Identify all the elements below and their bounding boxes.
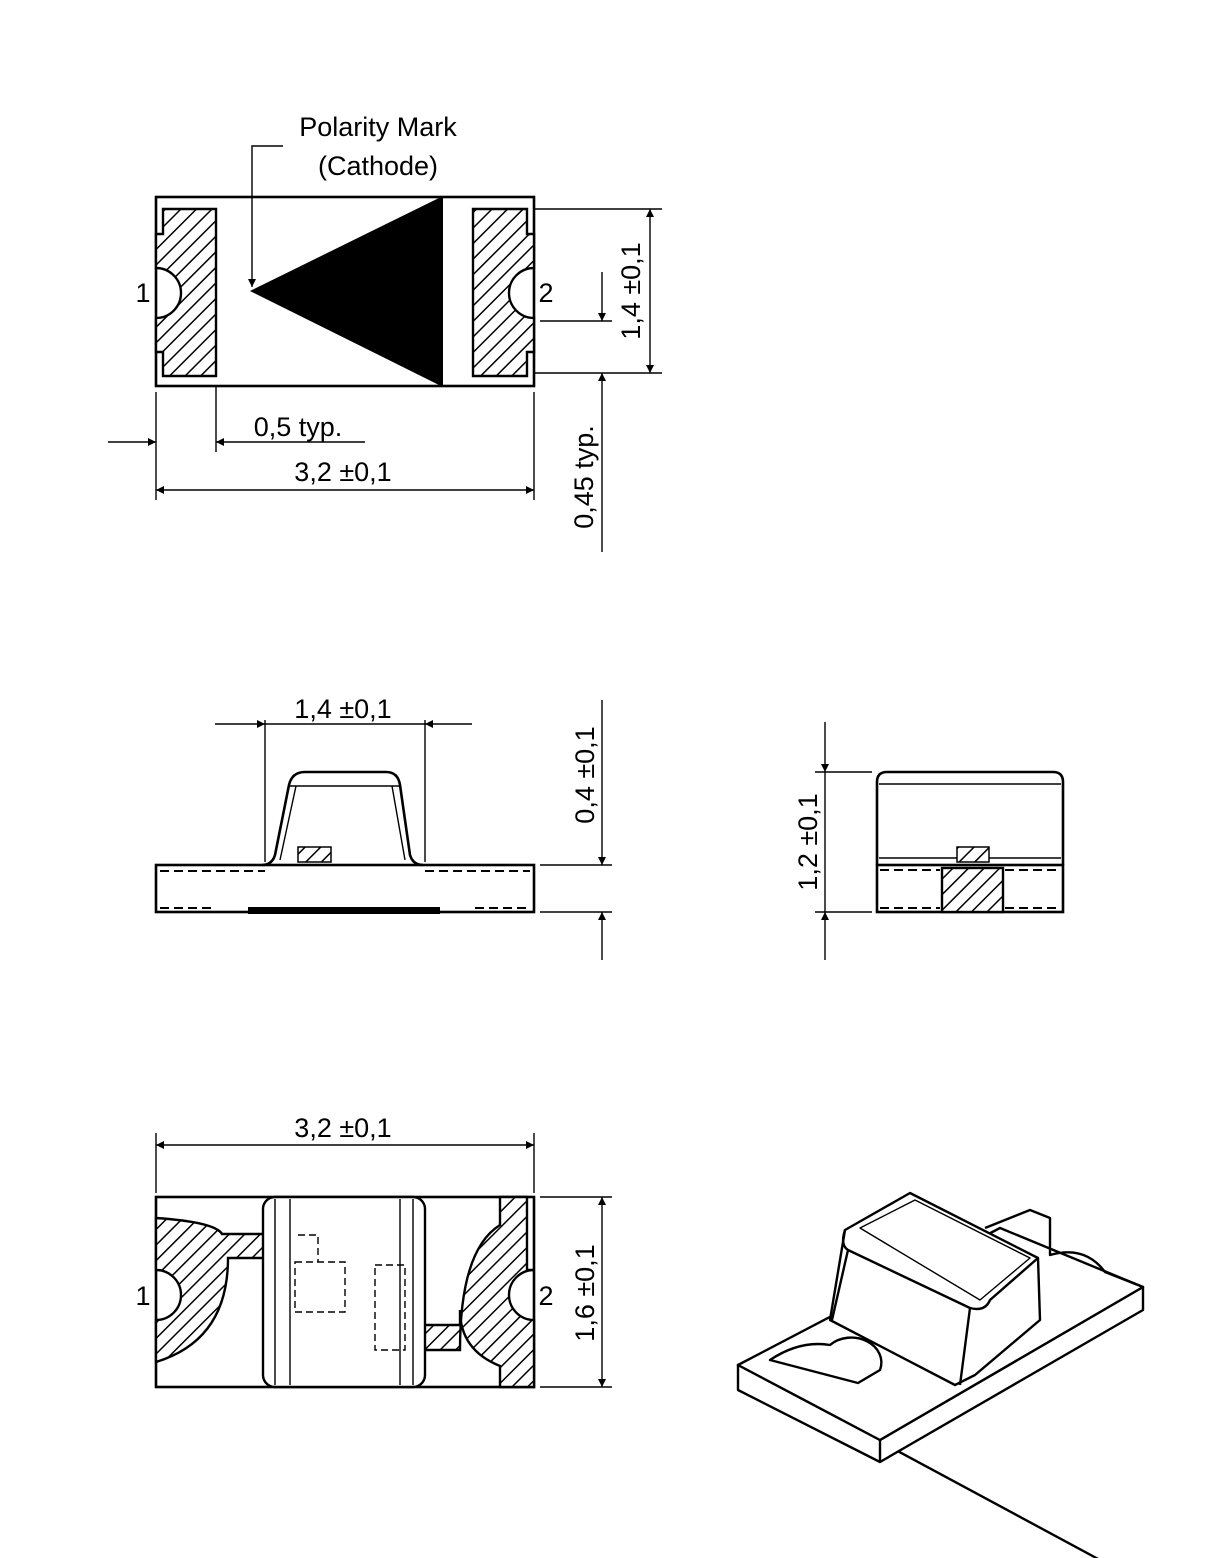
dim-pad-height: 1,4 ±0,1 (616, 242, 646, 339)
cathode-label: (Cathode) (318, 151, 438, 181)
bottom-pin2-label: 2 (538, 1281, 553, 1311)
dim-total-height: 1,2 ±0,1 (793, 793, 823, 890)
isometric-view (736, 1191, 1145, 1558)
side-base (154, 863, 536, 914)
side-view: 1,4 ±0,1 0,4 ±0,1 (154, 694, 612, 960)
side-lens (261, 770, 424, 867)
bottom-pad-left (154, 1216, 277, 1364)
end-lens (875, 770, 1065, 865)
dim-base-height: 0,4 ±0,1 (570, 726, 600, 823)
pad-left (154, 207, 218, 378)
pin1-label: 1 (135, 278, 150, 308)
package-outline (154, 195, 536, 388)
dim-lens-width: 1,4 ±0,1 (294, 694, 391, 724)
end-view: 1,2 ±0,1 (793, 722, 1065, 960)
pad-right (471, 207, 536, 378)
dim-bottom-height: 1,6 ±0,1 (570, 1244, 600, 1341)
polarity-label: Polarity Mark (299, 112, 457, 142)
polarity-triangle (250, 197, 441, 386)
bottom-view: 1 2 3,2 ±0,1 1,6 ±0,1 (135, 1113, 612, 1389)
dim-pad-width: 0,5 typ. (254, 412, 343, 442)
dim-package-width: 3,2 ±0,1 (294, 457, 391, 487)
polarity-leader-arrow (248, 145, 283, 287)
end-terminal (940, 866, 1005, 914)
dim-notch: 0,45 typ. (569, 425, 599, 529)
pin2-label: 2 (538, 278, 553, 308)
bottom-pad-right (413, 1195, 536, 1389)
bottom-contact (248, 907, 440, 914)
bottom-lens (261, 1195, 427, 1389)
bottom-pin1-label: 1 (135, 1281, 150, 1311)
dim-bottom-width: 3,2 ±0,1 (294, 1113, 391, 1143)
top-view: Polarity Mark (Cathode) 1 2 0,5 typ. 3,2… (108, 112, 662, 552)
